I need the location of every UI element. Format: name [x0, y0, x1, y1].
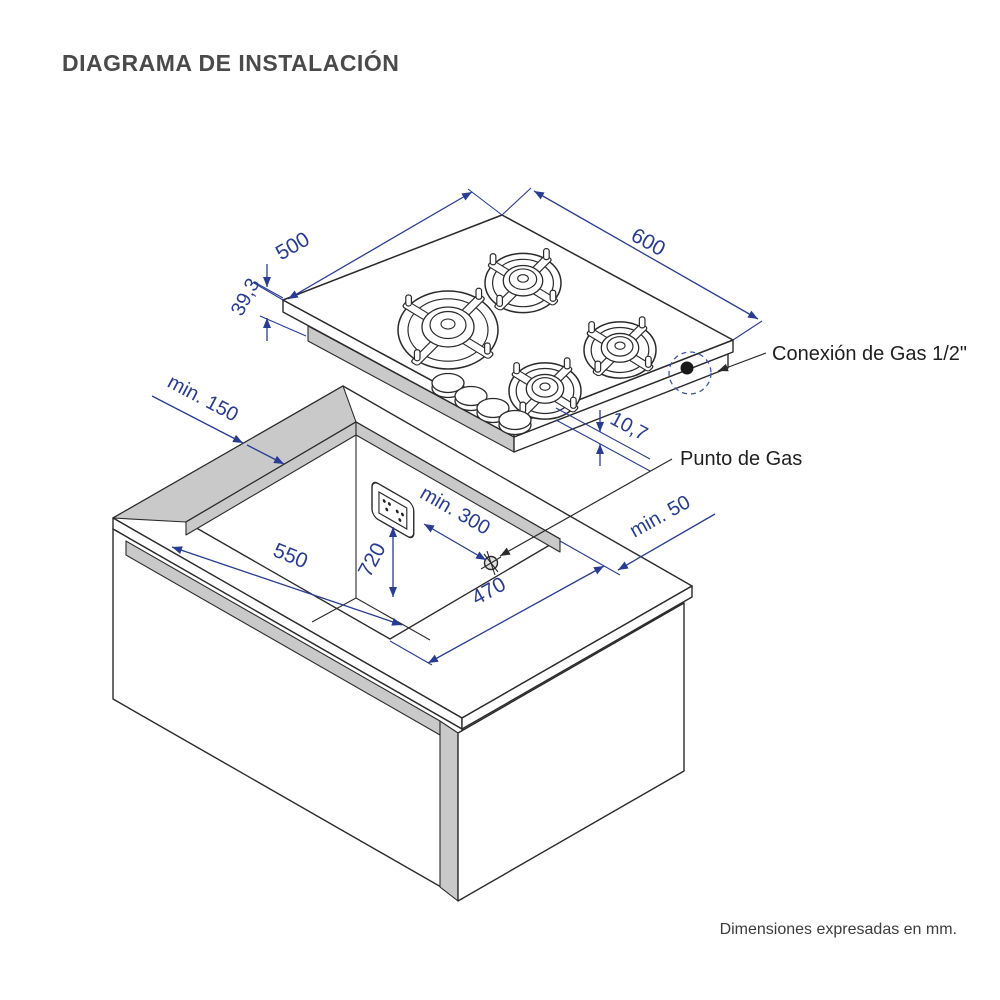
burner: [508, 357, 582, 420]
burners: [397, 248, 657, 420]
callout-labels: Conexión de Gas 1/2" Punto de Gas: [499, 343, 967, 557]
gas-connection-label: Conexión de Gas 1/2": [772, 343, 967, 365]
electrical-outlet: [371, 481, 415, 539]
gas-point-label: Punto de Gas: [680, 448, 802, 470]
units-note: Dimensiones expresadas en mm.: [719, 921, 957, 938]
dim-cooktop-depth: 600: [627, 224, 669, 261]
dim-glass-lip: 10,7: [606, 408, 651, 446]
cutout-inner-band-right: [355, 421, 561, 553]
cabinet-right-panel: [457, 602, 685, 902]
dim-cooktop-width: 500: [272, 228, 314, 265]
knob: [498, 409, 532, 436]
counter-cabinet: [112, 385, 693, 902]
dim-side-clearance: min. 50: [626, 491, 694, 542]
burner: [484, 248, 562, 314]
dim-cooktop-height: 39,3: [227, 275, 265, 320]
control-knobs: [431, 372, 532, 436]
dim-back-clearance: min. 150: [164, 371, 242, 426]
gas-connection-highlight-circle: [668, 351, 712, 395]
page-title: DIAGRAMA DE INSTALACIÓN: [62, 50, 400, 76]
burner: [397, 287, 499, 370]
cabinet-right-panel-edge: [439, 720, 459, 902]
gas-connection-nub: [680, 361, 694, 375]
burner: [583, 316, 657, 379]
